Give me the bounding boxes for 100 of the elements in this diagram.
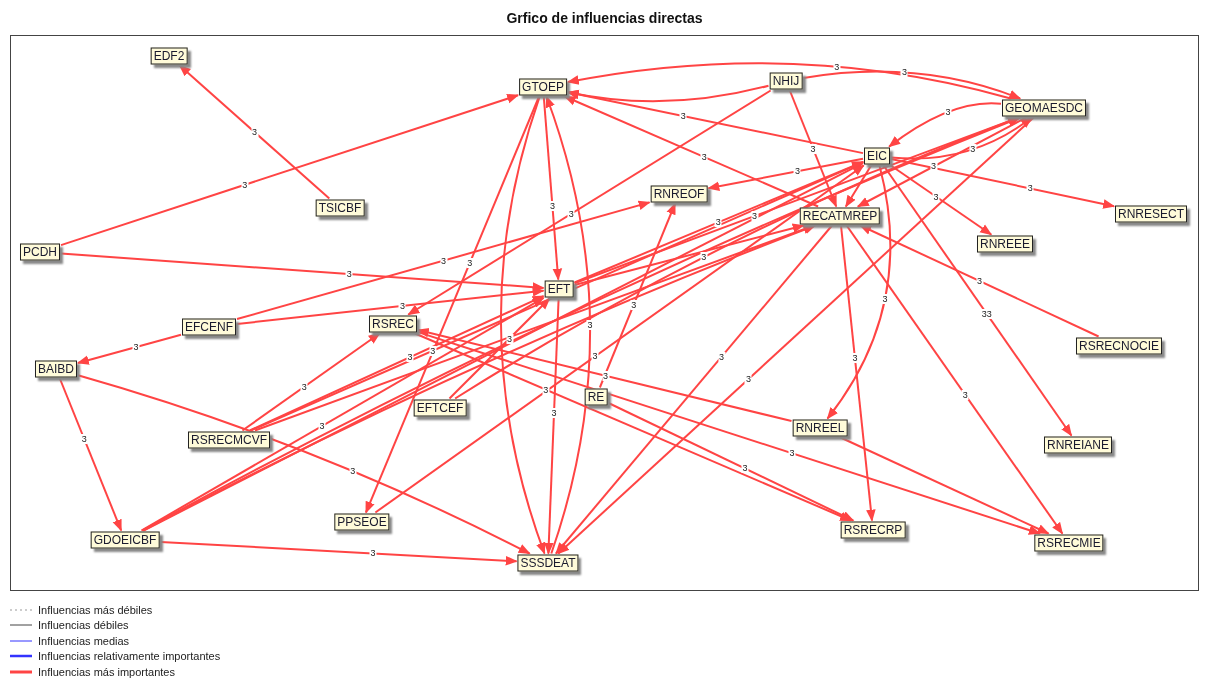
edge-label: 33: [980, 309, 993, 319]
variable-box: RNREEE: [977, 235, 1033, 253]
variable-box: EFCENF: [182, 318, 236, 336]
arrow: [566, 89, 864, 155]
edge-label: 3: [751, 211, 758, 222]
variable-box: TSICBF: [315, 199, 365, 217]
edge-label: 3: [369, 548, 377, 559]
arrow: [845, 224, 1064, 535]
edge-label: 3: [961, 389, 969, 400]
edge-label: 3: [741, 463, 749, 474]
variable-box: RECATMREP: [799, 207, 881, 225]
edge-label: 3: [881, 294, 889, 305]
edge-label: 3: [630, 299, 638, 310]
variable-box: RSREC: [369, 315, 417, 333]
arrow: [888, 102, 1002, 148]
variable-box: EFT: [544, 280, 574, 298]
arrow: [788, 89, 838, 208]
arrow: [802, 70, 1022, 100]
edge-label: 3: [318, 421, 326, 431]
edge-label: 3: [744, 374, 752, 385]
edge-label: 3: [793, 166, 801, 177]
edge-label: 3: [1026, 183, 1034, 194]
variable-box: RNREEL: [792, 419, 848, 437]
variable-box: RNREIANE: [1044, 436, 1112, 454]
arrow: [859, 224, 1100, 338]
arrow: [58, 377, 123, 532]
arrow: [248, 295, 545, 432]
variable-box: RSRECMCVF: [188, 431, 270, 449]
legend-label: Influencias relativamente importantes: [38, 650, 221, 663]
edge-label: 3: [567, 208, 575, 219]
edge-label: 3: [900, 67, 908, 78]
arrow: [236, 287, 545, 325]
legend-label: Influencias débiles: [38, 619, 129, 632]
arrow: [598, 202, 677, 389]
arrow: [555, 224, 833, 555]
arrow: [60, 94, 520, 247]
edge-label: 3: [542, 384, 550, 395]
arrow: [178, 64, 331, 200]
legend-label: Influencias más importantes: [38, 665, 175, 678]
edge-label: 3: [851, 353, 859, 364]
arrow: [142, 224, 817, 532]
edge-label: 3: [718, 351, 726, 362]
edge-label: 3: [550, 408, 558, 419]
arrow: [241, 332, 381, 432]
arrow: [882, 164, 1073, 437]
arrow: [544, 297, 560, 555]
variable-box: EFTCEF: [413, 399, 467, 417]
arrow: [856, 116, 1028, 208]
edge-label: 3: [788, 448, 796, 459]
arrow: [542, 95, 563, 281]
variable-box: RE: [584, 388, 608, 406]
edge-label: 3: [398, 301, 406, 311]
arrow: [545, 95, 592, 555]
arrow: [159, 540, 518, 566]
arrow: [407, 89, 772, 316]
arrow: [573, 223, 805, 286]
variable-box: RNRESECT: [1115, 205, 1187, 223]
arrow: [844, 164, 873, 208]
arrow: [77, 374, 531, 555]
arrow: [142, 162, 865, 532]
arrow: [573, 160, 865, 284]
arrow: [826, 164, 892, 420]
edge-label: 3: [300, 381, 308, 392]
edge-label: 3: [700, 252, 708, 263]
edge-label: 3: [349, 466, 357, 477]
variable-box: GDOEICBF: [90, 531, 160, 549]
arrow: [889, 164, 993, 236]
edge-label: 3: [700, 152, 708, 162]
variable-box: GTOEP: [519, 78, 567, 96]
edge-label: 3: [586, 319, 594, 330]
legend-label: Influencias más débiles: [38, 603, 153, 616]
chart-title: Grfico de influencias directas: [505, 10, 704, 26]
legend-label: Influencias medias: [38, 634, 130, 647]
arrow: [414, 332, 852, 522]
arrow: [890, 157, 1116, 209]
edge-label: 3: [345, 269, 353, 280]
variable-box: GEOMAESDC: [1002, 99, 1086, 117]
arrow: [839, 436, 1050, 535]
variable-box: EDF2: [150, 47, 188, 65]
edge-label: 3: [440, 255, 448, 266]
arrow: [416, 328, 793, 423]
arrow: [236, 200, 651, 321]
edge-label: 3: [466, 257, 474, 268]
arrow: [566, 62, 1012, 100]
variable-box: RNREOF: [650, 185, 708, 203]
variable-box: PPSEOE: [334, 513, 390, 531]
variable-box: SSSDEAT: [517, 554, 579, 572]
edge-label: 3: [506, 333, 513, 344]
variable-box: RSRECMIE: [1034, 534, 1104, 552]
arrow: [890, 116, 1033, 160]
edge-label: 3: [132, 342, 140, 352]
edge-label: 3: [429, 345, 437, 356]
edge-label: 3: [809, 143, 817, 154]
variable-box: PCDH: [20, 243, 60, 261]
edge-label: 3: [679, 111, 687, 121]
edge-label: 3: [976, 276, 983, 286]
edge-label: 3: [241, 179, 249, 190]
edge-label: 3: [548, 201, 556, 212]
edge-label: 3: [591, 351, 599, 362]
arrow: [141, 116, 1022, 532]
